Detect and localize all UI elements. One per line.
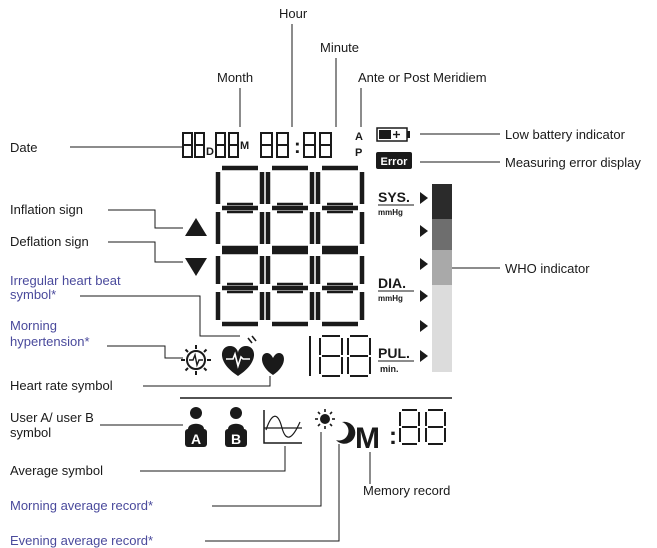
average-icon bbox=[263, 410, 302, 444]
day-letter: D bbox=[206, 146, 214, 158]
pm-indicator: P bbox=[355, 147, 362, 159]
dia-digits bbox=[215, 249, 365, 327]
battery-icon bbox=[376, 127, 410, 142]
label-irregular-2: symbol* bbox=[10, 287, 56, 302]
label-hour: Hour bbox=[279, 6, 308, 21]
deflation-arrow-icon bbox=[185, 258, 207, 276]
morning-average-sun-icon bbox=[315, 409, 335, 429]
error-text: Error bbox=[381, 156, 409, 168]
heart-rate-icon bbox=[262, 353, 284, 375]
user-b-icon: B bbox=[225, 407, 247, 447]
who-arrow-3-icon bbox=[420, 258, 428, 270]
memory-m-letter: M bbox=[355, 422, 380, 455]
time-colon: : bbox=[294, 136, 301, 158]
label-month: Month bbox=[217, 70, 253, 85]
memory-digits bbox=[399, 409, 446, 445]
sun-icon bbox=[181, 345, 211, 375]
inflation-arrow-icon bbox=[185, 218, 207, 236]
user-a-letter: A bbox=[191, 431, 201, 447]
label-low-battery: Low battery indicator bbox=[505, 127, 626, 142]
who-arrow-6-icon bbox=[420, 350, 428, 362]
who-arrow-2-icon bbox=[420, 225, 428, 237]
dia-label: DIA. bbox=[378, 275, 406, 291]
label-user-ab-1: User A/ user B bbox=[10, 410, 94, 425]
who-level-4 bbox=[432, 285, 452, 372]
sys-digits bbox=[215, 165, 365, 251]
label-average: Average symbol bbox=[10, 463, 103, 478]
leader-morning-hyp bbox=[107, 345, 183, 359]
label-memory-record: Memory record bbox=[363, 483, 450, 498]
month-letter: M bbox=[240, 140, 249, 152]
who-level-2 bbox=[432, 219, 452, 250]
memory-colon: : bbox=[389, 423, 397, 450]
error-badge: Error bbox=[376, 152, 412, 169]
label-morning-hyp-1: Morning bbox=[10, 318, 57, 333]
sys-unit: mmHg bbox=[378, 208, 403, 217]
label-heart-rate: Heart rate symbol bbox=[10, 378, 113, 393]
who-bar bbox=[432, 184, 452, 372]
who-arrow-5-icon bbox=[420, 320, 428, 332]
label-morning-hyp-2: hypertension* bbox=[10, 334, 90, 349]
user-a-icon: A bbox=[185, 407, 207, 447]
leader-deflation bbox=[108, 241, 183, 263]
label-morning-average: Morning average record* bbox=[10, 498, 153, 513]
leader-average bbox=[140, 446, 286, 472]
pul-unit: min. bbox=[380, 364, 399, 374]
irregular-heartbeat-icon bbox=[221, 335, 257, 376]
leader-irregular bbox=[80, 295, 240, 337]
leader-evening-average bbox=[205, 444, 340, 542]
who-arrow-4-icon bbox=[420, 290, 428, 302]
label-measuring-error: Measuring error display bbox=[505, 155, 641, 170]
am-indicator: A bbox=[355, 131, 363, 143]
label-minute: Minute bbox=[320, 40, 359, 55]
leader-inflation bbox=[108, 209, 183, 229]
minute-digits bbox=[303, 132, 332, 158]
month-digits bbox=[215, 132, 239, 158]
label-evening-average: Evening average record* bbox=[10, 533, 153, 548]
hour-digits bbox=[260, 132, 289, 158]
evening-average-moon-icon bbox=[336, 421, 356, 444]
who-level-1 bbox=[432, 184, 452, 219]
pul-label: PUL. bbox=[378, 345, 410, 361]
who-arrows bbox=[420, 192, 428, 362]
leader-morning-average bbox=[212, 432, 322, 507]
user-b-letter: B bbox=[231, 431, 241, 447]
dia-unit: mmHg bbox=[378, 294, 403, 303]
label-irregular-1: Irregular heart beat bbox=[10, 273, 121, 288]
label-who-indicator: WHO indicator bbox=[505, 261, 590, 276]
pulse-digits bbox=[309, 335, 371, 377]
who-level-3 bbox=[432, 250, 452, 285]
label-ante-post-meridiem: Ante or Post Meridiem bbox=[358, 70, 487, 85]
date-digits bbox=[182, 132, 205, 158]
label-user-ab-2: symbol bbox=[10, 425, 51, 440]
label-inflation: Inflation sign bbox=[10, 202, 83, 217]
label-deflation: Deflation sign bbox=[10, 234, 89, 249]
label-date: Date bbox=[10, 140, 37, 155]
leader-heart-rate bbox=[143, 376, 271, 387]
sys-label: SYS. bbox=[378, 189, 410, 205]
who-arrow-1-icon bbox=[420, 192, 428, 204]
